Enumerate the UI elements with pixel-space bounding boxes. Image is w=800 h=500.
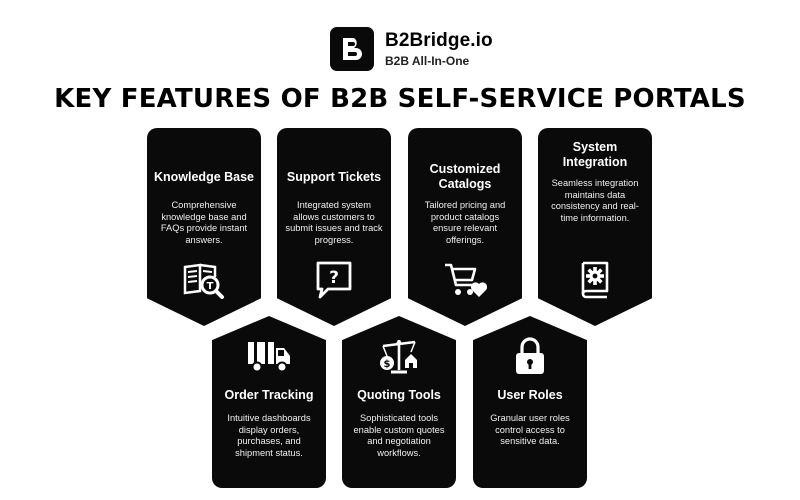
- feature-description: Tailored pricing and product catalogs en…: [424, 200, 506, 245]
- feature-card-system-integration: System Integration Seamless integration …: [538, 128, 652, 326]
- svg-text:T: T: [207, 281, 214, 292]
- feature-title: Order Tracking: [224, 388, 314, 402]
- gear-book-icon: [575, 256, 615, 302]
- feature-description: Seamless integration maintains data cons…: [551, 178, 639, 223]
- feature-title: User Roles: [497, 388, 563, 402]
- balance-scale-icon: $: [377, 336, 421, 376]
- b2-monogram-icon: [330, 27, 374, 71]
- brand-tagline: B2B All-In-One: [385, 53, 470, 68]
- feature-description: Sophisticated tools enable custom quotes…: [353, 413, 445, 458]
- svg-text:?: ?: [329, 268, 339, 288]
- book-magnifier-icon: T: [182, 256, 226, 302]
- feature-title: Quoting Tools: [357, 388, 441, 402]
- feature-card-user-roles: User Roles Granular user roles control a…: [473, 316, 587, 488]
- cart-heart-icon: [443, 256, 487, 302]
- question-bubble-icon: ?: [314, 256, 354, 302]
- feature-description: Intuitive dashboards display orders, pur…: [227, 413, 311, 458]
- delivery-truck-icon: [246, 336, 292, 376]
- feature-description: Comprehensive knowledge base and FAQs pr…: [160, 200, 248, 245]
- feature-card-order-tracking: Order Tracking Intuitive dashboards disp…: [212, 316, 326, 488]
- brand-text: B2Bridge.io B2B All-In-One: [385, 30, 493, 69]
- feature-description: Integrated system allows customers to su…: [285, 200, 383, 245]
- feature-card-quoting-tools: $ Quoting Tools Sophisticated tools enab…: [342, 316, 456, 488]
- padlock-icon: [512, 336, 548, 376]
- feature-card-support-tickets: Support Tickets Integrated system allows…: [277, 128, 391, 326]
- svg-text:$: $: [384, 359, 391, 370]
- feature-card-customized-catalogs: Customized Catalogs Tailored pricing and…: [408, 128, 522, 326]
- feature-title: Customized Catalogs: [429, 162, 501, 191]
- page-title: KEY FEATURES OF B2B SELF-SERVICE PORTALS: [54, 84, 746, 114]
- feature-title: Knowledge Base: [153, 169, 255, 184]
- feature-description: Granular user roles control access to se…: [490, 413, 570, 447]
- brand-name: B2Bridge.io: [385, 29, 493, 51]
- feature-title: System Integration: [562, 140, 628, 169]
- brand-header: B2Bridge.io B2B All-In-One: [330, 26, 493, 72]
- feature-title: Support Tickets: [286, 169, 382, 184]
- feature-card-knowledge-base: Knowledge Base Comprehensive knowledge b…: [147, 128, 261, 326]
